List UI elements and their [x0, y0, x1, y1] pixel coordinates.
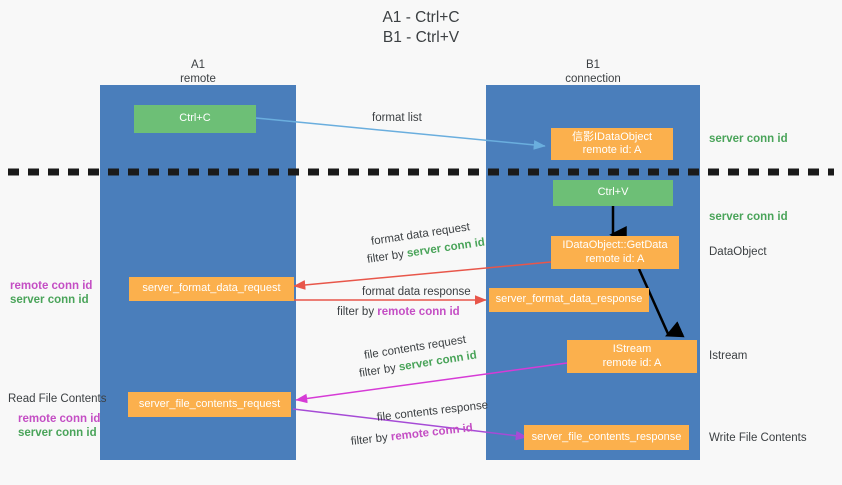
- annotation-right-istream: Istream: [709, 350, 748, 362]
- node-ctrl-c[interactable]: Ctrl+C: [134, 105, 256, 133]
- filter-prefix: filter by: [358, 361, 400, 380]
- annotation-left-remote-conn-id-1: remote conn id: [10, 280, 93, 292]
- node-getdata-label: IDataObject::GetData: [562, 239, 668, 251]
- node-server-file-contents-request[interactable]: server_file_contents_request: [128, 392, 291, 417]
- page-title: A1 - Ctrl+C B1 - Ctrl+V: [0, 8, 842, 48]
- column-b1-subtitle: connection: [565, 73, 621, 85]
- node-idataobject[interactable]: 信影IDataObject remote id: A: [551, 128, 673, 160]
- annotation-right-write-file-contents: Write File Contents: [709, 432, 807, 444]
- annotation-left-remote-conn-id-2: remote conn id: [18, 413, 101, 425]
- annotation-right-server-conn-id-top: server conn id: [709, 133, 788, 145]
- node-ctrl-v-label: Ctrl+V: [597, 186, 629, 199]
- node-server-format-data-request-label: server_format_data_request: [142, 282, 281, 295]
- annotation-right-dataobject: DataObject: [709, 246, 767, 258]
- node-idataobject-getdata[interactable]: IDataObject::GetData remote id: A: [551, 236, 679, 269]
- filter-prefix: filter by: [350, 431, 392, 448]
- node-idataobject-remote-id: remote id: A: [582, 144, 642, 156]
- node-idataobject-label: 信影IDataObject: [571, 130, 653, 143]
- node-server-format-data-response[interactable]: server_format_data_response: [489, 288, 649, 312]
- edge-label-format-data-response: format data response: [362, 286, 471, 298]
- column-header-b1: B1 connection: [515, 58, 671, 86]
- annotation-left-read-file-contents: Read File Contents: [8, 393, 107, 405]
- node-istream-label: IStream: [612, 343, 652, 355]
- annotation-right-server-conn-id-mid: server conn id: [709, 211, 788, 223]
- column-a1-name: A1: [190, 59, 206, 71]
- filter-value-remote-conn-id: remote conn id: [390, 422, 474, 444]
- node-server-file-contents-response[interactable]: server_file_contents_response: [524, 425, 689, 450]
- node-ctrl-v[interactable]: Ctrl+V: [553, 180, 673, 206]
- column-header-a1: A1 remote: [120, 58, 276, 86]
- edge-label-format-list: format list: [372, 112, 422, 124]
- node-getdata-remote-id: remote id: A: [585, 252, 645, 265]
- edge-label-format-data-response-filter: filter by remote conn id: [337, 304, 460, 320]
- edge-label-file-contents-response-filter: filter by remote conn id: [350, 420, 474, 450]
- node-server-file-contents-request-label: server_file_contents_request: [138, 397, 281, 410]
- column-b1-name: B1: [585, 59, 601, 71]
- node-server-format-data-request[interactable]: server_format_data_request: [129, 277, 294, 301]
- filter-prefix: filter by: [337, 306, 378, 318]
- title-line-2: B1 - Ctrl+V: [382, 29, 460, 46]
- filter-value-remote-conn-id: remote conn id: [377, 306, 460, 318]
- node-server-file-contents-response-label: server_file_contents_response: [531, 430, 682, 443]
- node-ctrl-c-label: Ctrl+C: [179, 112, 211, 125]
- node-server-format-data-response-label: server_format_data_response: [495, 293, 643, 306]
- annotation-left-server-conn-id-1: server conn id: [10, 294, 89, 306]
- filter-prefix: filter by: [366, 248, 408, 266]
- node-istream-remote-id: remote id: A: [602, 356, 662, 369]
- annotation-left-server-conn-id-2: server conn id: [18, 427, 97, 439]
- title-line-1: A1 - Ctrl+C: [382, 9, 460, 26]
- column-a1-subtitle: remote: [180, 73, 216, 85]
- node-istream[interactable]: IStream remote id: A: [567, 340, 697, 373]
